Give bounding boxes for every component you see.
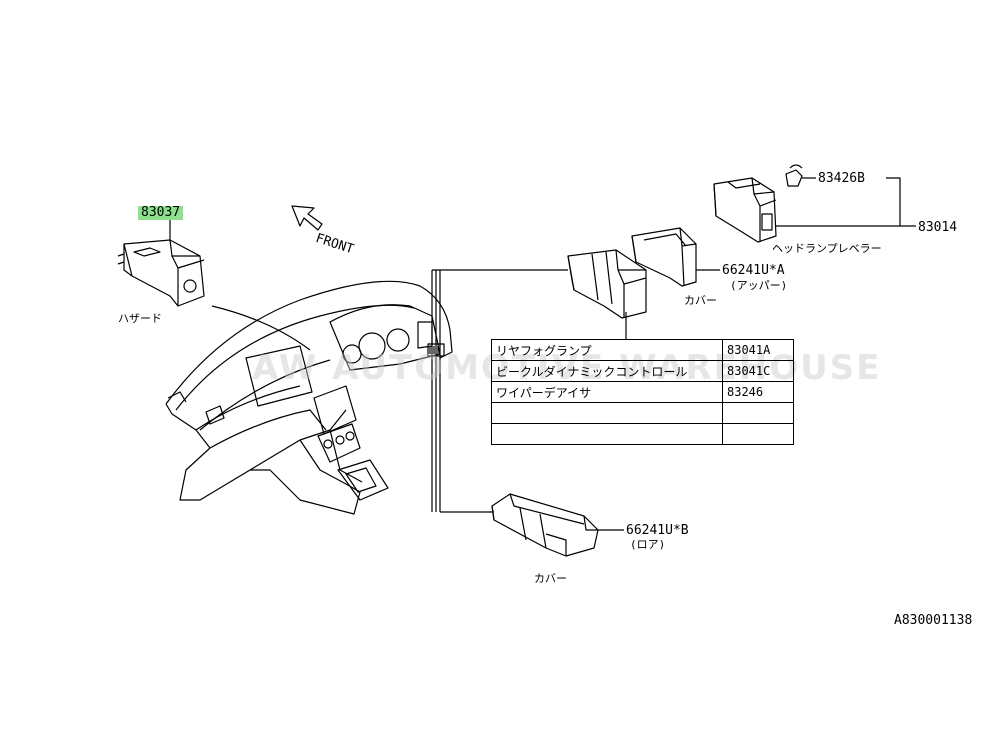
leveler-label: ヘッドランプレベラー (772, 242, 882, 255)
figure-id: A830001138 (894, 613, 973, 628)
table-row[interactable]: ビークルダイナミックコントロール 83041C (491, 360, 794, 382)
table-row[interactable]: ワイパーデアイサ 83246 (491, 381, 794, 403)
switch-assembly-drawing (567, 249, 647, 319)
lower-cover-part-number[interactable]: 66241U*B (626, 523, 689, 538)
switch-part-number (722, 423, 794, 445)
upper-cover-part-number[interactable]: 66241U*A (722, 263, 785, 278)
leveler-leaders (776, 177, 916, 227)
upper-cover-drawing (631, 227, 697, 287)
dashboard-drawing (165, 280, 453, 515)
bulb-part-number[interactable]: 83426B (818, 171, 865, 186)
switch-part-number[interactable]: 83041C (722, 360, 794, 382)
hazard-to-dash-line (211, 305, 311, 351)
switch-name (491, 402, 723, 424)
switch-name (491, 423, 723, 445)
headlamp-leveler-drawing (713, 177, 777, 243)
hazard-part-number[interactable]: 83037 (138, 206, 184, 220)
leveler-part-number[interactable]: 83014 (918, 220, 958, 235)
switch-part-number[interactable]: 83246 (722, 381, 794, 403)
front-arrow-icon (291, 205, 323, 231)
switch-table: リヤフォグランプ 83041A ビークルダイナミックコントロール 83041C … (491, 339, 794, 445)
lead-lines (431, 269, 627, 513)
upper-cover-subtitle: (アッパー) (730, 279, 788, 292)
lower-cover-label: カバー (534, 572, 567, 585)
switch-name: ビークルダイナミックコントロール (491, 360, 723, 382)
table-row (491, 423, 794, 445)
lower-cover-subtitle: (ロア) (630, 538, 666, 551)
hazard-label: ハザード (118, 312, 162, 325)
table-row (491, 402, 794, 424)
table-row[interactable]: リヤフォグランプ 83041A (491, 339, 794, 361)
switch-name: ワイパーデアイサ (491, 381, 723, 403)
switch-name: リヤフォグランプ (491, 339, 723, 361)
switch-part-number (722, 402, 794, 424)
upper-cover-label: カバー (684, 294, 717, 307)
bulb-drawing (785, 164, 803, 187)
hazard-switch-drawing (117, 239, 205, 307)
switch-part-number[interactable]: 83041A (722, 339, 794, 361)
lower-cover-drawing (491, 493, 599, 557)
